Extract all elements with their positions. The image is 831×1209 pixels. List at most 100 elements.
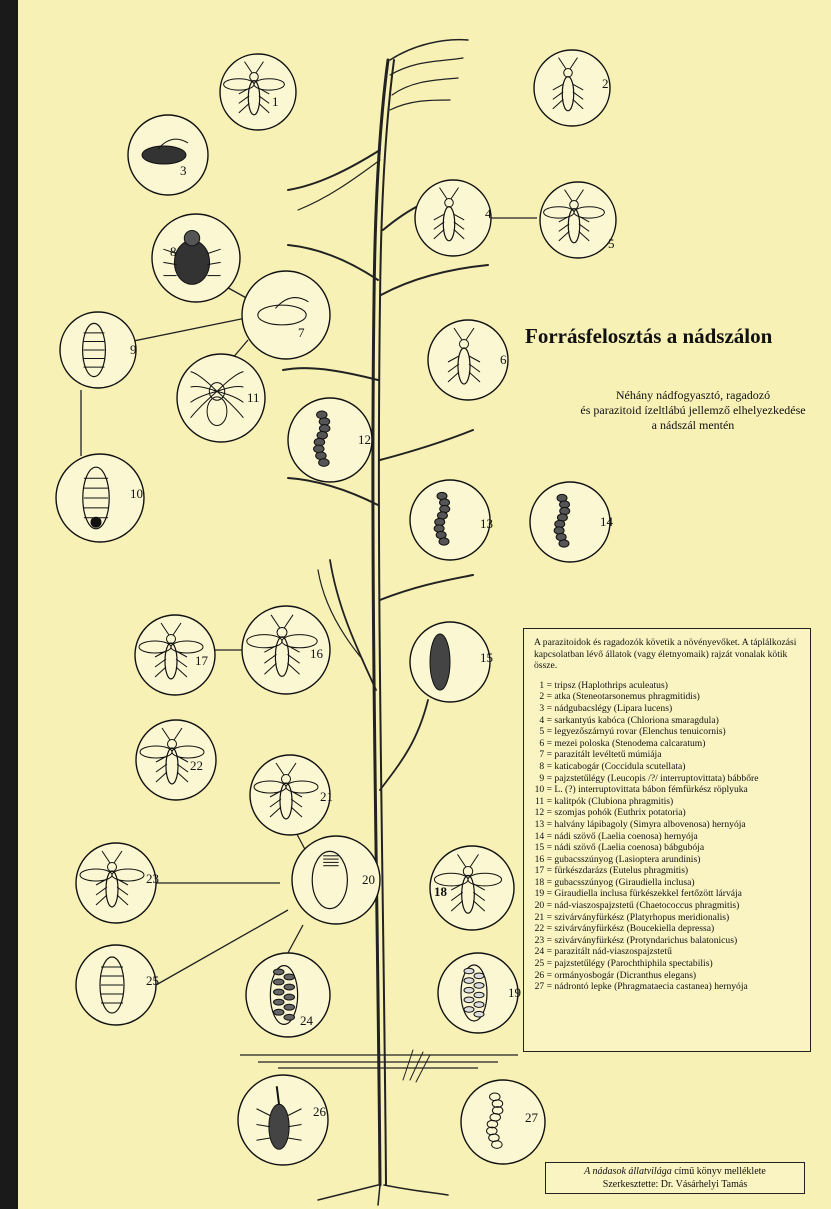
legend-item: 26 = ormányosbogár (Dicranthus elegans) — [534, 970, 800, 982]
specimen-2: 2 — [534, 50, 610, 126]
specimen-number: 3 — [180, 163, 187, 178]
legend-item-text: szomjas pohók (Euthrix potatoria) — [552, 807, 686, 819]
legend-item-text: parazitált levéltetű múmiája — [552, 749, 661, 761]
specimen-circle — [220, 54, 296, 130]
legend-item: 25 = pajzstetűlégy (Parochthiphila spect… — [534, 958, 800, 970]
legend-item: 16 = gubacsszúnyog (Lasioptera arundinis… — [534, 854, 800, 866]
legend-item: 19 = Giraudiella inclusa fürkészekkel fe… — [534, 888, 800, 900]
legend-item: 27 = nádrontó lepke (Phragmataecia casta… — [534, 981, 800, 993]
legend-item-text: parazitált nád-viaszospajzstetű — [552, 946, 672, 958]
specimen-number: 11 — [247, 390, 260, 405]
legend-item-number: 1 = — [534, 680, 552, 692]
legend-item-number: 19 = — [534, 888, 552, 900]
legend-item-text: gubacsszúnyog (Giraudiella inclusa) — [552, 877, 695, 889]
legend-item-text: sarkantyús kabóca (Chloriona smaragdula) — [552, 715, 719, 727]
legend-item-text: mezei poloska (Stenodema calcaratum) — [552, 738, 705, 750]
legend-item-number: 11 = — [534, 796, 552, 808]
specimen-16: 16 — [242, 606, 330, 694]
specimen-number: 10 — [130, 486, 143, 501]
specimen-5: 5 — [540, 182, 616, 258]
legend-item-number: 27 = — [534, 981, 552, 993]
legend-item-number: 20 = — [534, 900, 552, 912]
legend-item: 21 = szivárványfürkész (Platyrhopus meri… — [534, 912, 800, 924]
specimen-circle — [415, 180, 491, 256]
specimen-7: 7 — [242, 271, 330, 359]
legend-item: 4 = sarkantyús kabóca (Chloriona smaragd… — [534, 715, 800, 727]
specimen-number: 5 — [608, 236, 615, 251]
legend-item-number: 24 = — [534, 946, 552, 958]
legend-item-text: fürkészdarázs (Eutelus phragmitis) — [552, 865, 688, 877]
specimen-number: 7 — [298, 325, 305, 340]
legend-item-text: nádgubacslégy (Lipara lucens) — [552, 703, 672, 715]
specimen-17: 17 — [135, 615, 215, 695]
specimen-number: 4 — [485, 206, 492, 221]
legend-item-number: 12 = — [534, 807, 552, 819]
specimen-22: 22 — [136, 720, 216, 800]
legend-item-number: 4 = — [534, 715, 552, 727]
specimen-circle — [540, 182, 616, 258]
legend-item: 17 = fürkészdarázs (Eutelus phragmitis) — [534, 865, 800, 877]
legend-item-number: 14 = — [534, 831, 552, 843]
legend-item-number: 10 = — [534, 784, 552, 796]
specimen-13: 13 — [410, 480, 493, 560]
specimen-number: 19 — [508, 985, 521, 1000]
specimen-3: 3 — [128, 115, 208, 195]
legend-item-number: 18 = — [534, 877, 552, 889]
specimen-number: 8 — [170, 244, 177, 259]
legend-item-text: halvány lápibagoly (Simyra albovenosa) h… — [552, 819, 746, 831]
page-title: Forrásfelosztás a nádszálon — [525, 324, 825, 349]
legend-item-number: 5 = — [534, 726, 552, 738]
specimen-circle — [534, 50, 610, 126]
credit-box: A nádasok állatvilága című könyv mellékl… — [545, 1162, 805, 1194]
legend-item: 3 = nádgubacslégy (Lipara lucens) — [534, 703, 800, 715]
legend-item-number: 9 = — [534, 773, 552, 785]
credit-rest: című könyv melléklete — [672, 1166, 766, 1177]
legend-item: 10 = L. (?) interruptovittata bábon fémf… — [534, 784, 800, 796]
legend-item-number: 23 = — [534, 935, 552, 947]
legend-item-number: 16 = — [534, 854, 552, 866]
credit-line-1: A nádasok állatvilága című könyv mellékl… — [546, 1165, 804, 1178]
legend-item-text: pajzstetűlégy (Leucopis /?/ interruptovi… — [552, 773, 758, 785]
legend-item-number: 21 = — [534, 912, 552, 924]
legend-item-text: tripsz (Haplothrips aculeatus) — [552, 680, 668, 692]
legend-item-text: nádi szövő (Laelia coenosa) bábgubója — [552, 842, 704, 854]
specimen-number: 27 — [525, 1110, 539, 1125]
legend-item-number: 2 = — [534, 691, 552, 703]
specimen-circle — [530, 482, 610, 562]
specimen-circle — [428, 320, 508, 400]
specimen-6: 6 — [428, 320, 508, 400]
legend-item-text: katicabogár (Coccidula scutellata) — [552, 761, 685, 773]
legend-item: 24 = parazitált nád-viaszospajzstetű — [534, 946, 800, 958]
legend-item-text: gubacsszúnyog (Lasioptera arundinis) — [552, 854, 700, 866]
specimen-9: 9 — [60, 312, 137, 388]
legend-intro: A parazitoidok és ragadozók követik a nö… — [534, 637, 800, 672]
legend-item-text: nád-viaszospajzstetű (Chaetococcus phrag… — [552, 900, 739, 912]
legend-list: 1 = tripsz (Haplothrips aculeatus)2 = at… — [534, 680, 800, 993]
specimen-23: 23 — [76, 843, 159, 923]
legend-item-number: 15 = — [534, 842, 552, 854]
specimen-circle — [76, 843, 156, 923]
specimen-number: 6 — [500, 352, 507, 367]
specimen-number: 18 — [434, 884, 448, 899]
cocoon-icon — [430, 634, 450, 690]
legend-box: A parazitoidok és ragadozók követik a nö… — [523, 628, 811, 1052]
legend-item-text: atka (Steneotarsonemus phragmitidis) — [552, 691, 700, 703]
legend-item: 11 = kalitpók (Clubiona phragmitis) — [534, 796, 800, 808]
specimen-number: 21 — [320, 789, 333, 804]
specimen-number: 22 — [190, 758, 203, 773]
legend-item: 20 = nád-viaszospajzstetű (Chaetococcus … — [534, 900, 800, 912]
page-subtitle: Néhány nádfogyasztó, ragadozó és parazit… — [563, 388, 823, 433]
legend-item: 1 = tripsz (Haplothrips aculeatus) — [534, 680, 800, 692]
specimen-11: 11 — [177, 354, 265, 442]
legend-item: 8 = katicabogár (Coccidula scutellata) — [534, 761, 800, 773]
subtitle-line: Néhány nádfogyasztó, ragadozó — [563, 388, 823, 403]
specimen-number: 14 — [600, 514, 614, 529]
specimen-circle — [250, 755, 330, 835]
specimen-10: 10 — [56, 454, 144, 542]
legend-item-text: pajzstetűlégy (Parochthiphila spectabili… — [552, 958, 713, 970]
legend-item-number: 7 = — [534, 749, 552, 761]
legend-item: 18 = gubacsszúnyog (Giraudiella inclusa) — [534, 877, 800, 889]
specimen-20: 20 — [292, 836, 380, 924]
specimen-circle — [410, 480, 490, 560]
